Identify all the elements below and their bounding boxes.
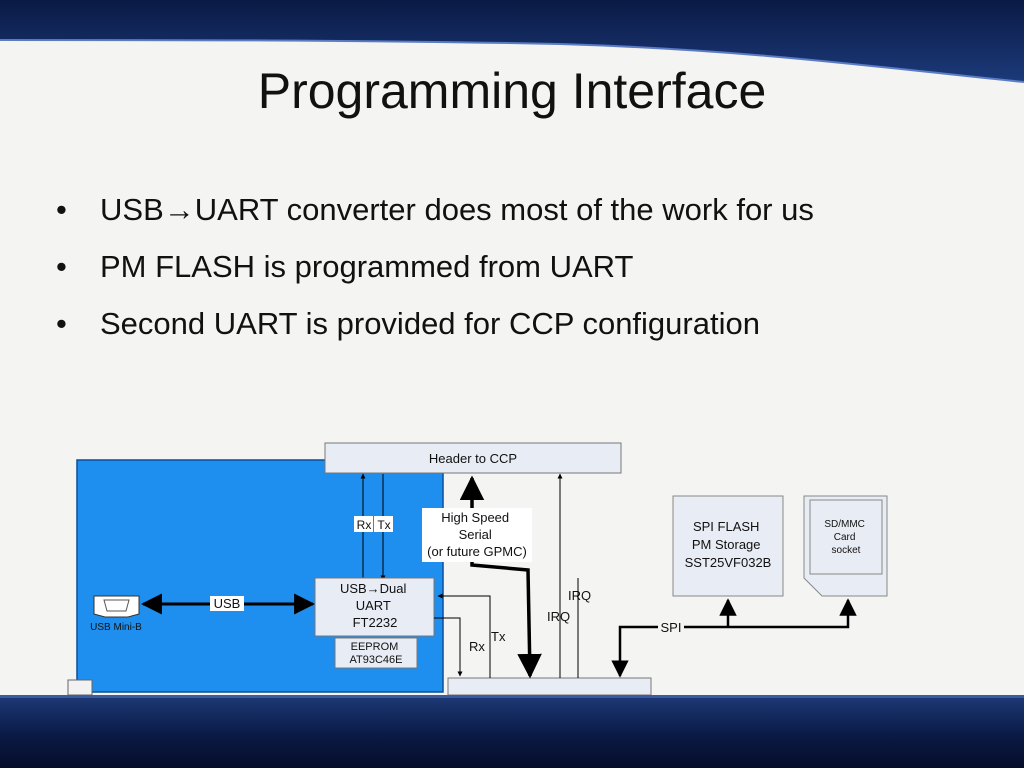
- tx-lower-label: Tx: [491, 629, 506, 644]
- rx-tag: [354, 516, 373, 532]
- high-speed-tag: [422, 508, 532, 562]
- high-speed-line1: High Speed: [441, 510, 509, 525]
- usb-label: USB: [214, 596, 241, 611]
- high-speed-line3: (or future GPMC): [427, 544, 527, 559]
- top-decorative-band: [0, 0, 1024, 83]
- sd-card-line2: Card: [834, 532, 856, 543]
- bullet-text-converter: UART converter does most of the work for…: [194, 192, 814, 227]
- ft2232-line3: FT2232: [353, 615, 398, 630]
- ft2232-box: [314, 577, 435, 637]
- sd-card-line1: SD/MMC: [824, 519, 865, 530]
- usb-mini-b-inner: [103, 599, 130, 612]
- ft2232-usb-text: USB: [340, 581, 367, 596]
- bottom-block: [447, 677, 652, 695]
- ft2232-line2: UART: [356, 598, 391, 613]
- rx-lower-label: Rx: [469, 639, 485, 654]
- spi-flash-box: [672, 495, 784, 597]
- eeprom-label: EEPROM AT93C46E: [350, 641, 403, 666]
- bullet-item: USB→UART converter does most of the work…: [56, 188, 814, 245]
- spi-tag: [658, 620, 684, 634]
- right-arrow-icon: →: [163, 192, 195, 227]
- high-speed-label: High Speed Serial (or future GPMC): [427, 510, 527, 559]
- sd-card-line3: socket: [832, 545, 861, 556]
- usb-mini-b-icon: [93, 595, 140, 618]
- irq-label-a: IRQ: [568, 588, 591, 603]
- eeprom-box: [334, 637, 418, 669]
- sd-card-label: SD/MMC Card socket: [824, 519, 867, 556]
- eeprom-line1: EEPROM: [351, 641, 399, 653]
- header-ccp-label: Header to CCP: [429, 451, 517, 466]
- bullet-item: Second UART is provided for CCP configur…: [56, 302, 814, 359]
- ft2232-label: USB→Dual UART FT2232: [340, 581, 410, 630]
- header-ccp-box: [324, 442, 622, 474]
- corner-tab: [67, 679, 93, 695]
- rx-label: Rx: [357, 518, 372, 532]
- ft2232-line1: USB→Dual: [340, 581, 407, 596]
- tx-label: Tx: [377, 518, 390, 532]
- eeprom-line2: AT93C46E: [350, 654, 403, 666]
- sd-card-slot: [809, 499, 883, 575]
- rx-lower-line: [437, 593, 491, 678]
- spi-label: SPI: [661, 620, 682, 635]
- usb-tag: [210, 596, 244, 611]
- spi-flash-line3: SST25VF032B: [685, 555, 772, 570]
- ft2232-dual-text: Dual: [380, 581, 407, 596]
- slide-title: Programming Interface: [257, 63, 767, 119]
- bullet-item: PM FLASH is programmed from UART: [56, 245, 814, 302]
- spi-flash-label: SPI FLASH PM Storage SST25VF032B: [685, 519, 772, 570]
- irq-label-b: IRQ: [547, 609, 570, 624]
- spi-bus-line: [611, 598, 857, 678]
- bullet-text-usb: USB: [100, 192, 164, 227]
- high-speed-line2: Serial: [459, 527, 492, 542]
- tx-tag: [374, 516, 393, 532]
- spi-flash-line1: SPI FLASH: [693, 519, 759, 534]
- usb-mini-b-label: USB Mini-B: [90, 622, 142, 633]
- bullet-list: USB→UART converter does most of the work…: [56, 188, 814, 359]
- bottom-decorative-band: [0, 695, 1024, 768]
- spi-flash-line2: PM Storage: [692, 537, 761, 552]
- right-arrow-icon: →: [367, 581, 380, 596]
- block-diagram: Header to CCP Rx Tx High Speed Serial (o…: [67, 442, 888, 695]
- tx-lower-line: [434, 617, 463, 677]
